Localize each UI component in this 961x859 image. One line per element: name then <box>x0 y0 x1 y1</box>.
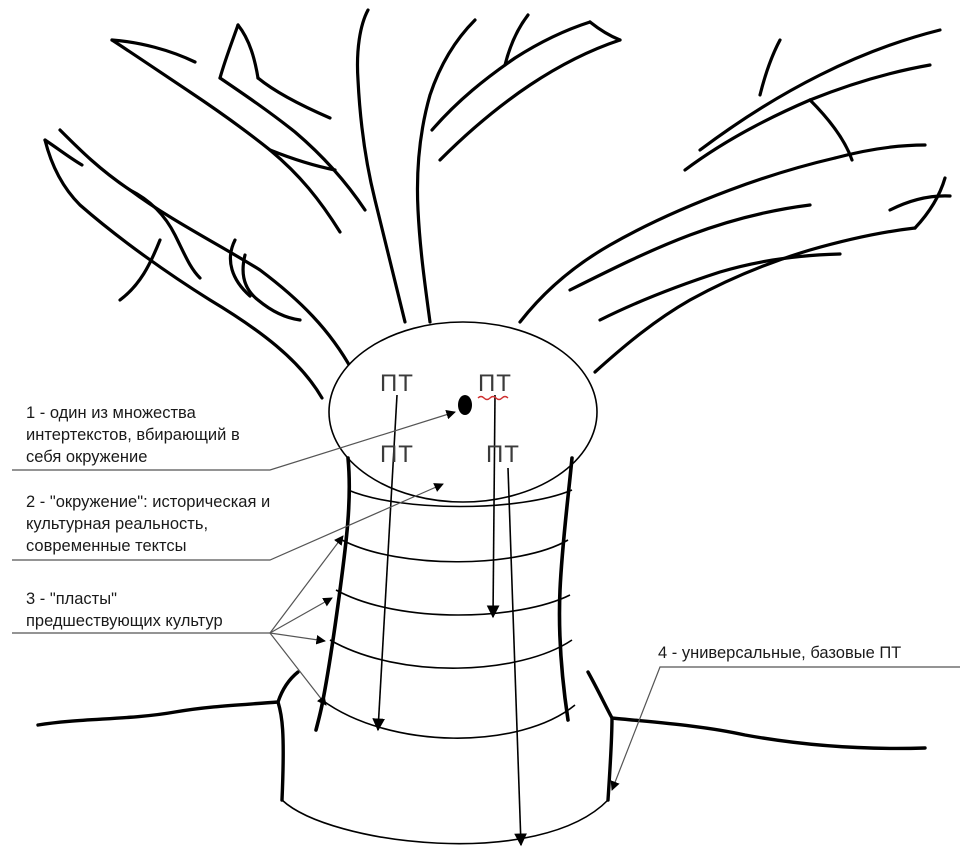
ring-3 <box>336 590 570 615</box>
branch-right-mid-b <box>600 254 840 320</box>
label-3-line-2: предшествующих культур <box>26 610 223 632</box>
branch-center-right <box>418 20 476 322</box>
ring-5 <box>322 700 575 738</box>
root-arc <box>282 800 608 844</box>
label-3: 3 - "пласты" предшествующих культур <box>26 588 223 632</box>
branch-left-inner <box>60 130 352 370</box>
label-4: 4 - универсальные, базовые ПТ <box>658 642 901 664</box>
pt-mark-bottom-right: ПТ <box>486 441 520 469</box>
pointer-3c <box>270 633 325 641</box>
pointer-4 <box>612 667 960 790</box>
root-right-stub <box>608 718 612 800</box>
twig-upper-left-2 <box>220 25 238 78</box>
twig-far-right-1 <box>810 100 852 160</box>
label-4-line-1: 4 - универсальные, базовые ПТ <box>658 642 901 664</box>
ring-2 <box>342 540 568 562</box>
root-left-stub <box>278 702 283 800</box>
branch-left-outer <box>45 140 322 398</box>
twig-right-2 <box>915 178 945 228</box>
pt-mark-bottom-left: ПТ <box>380 441 414 469</box>
label-2-line-3: современные тектсы <box>26 535 270 557</box>
twig-left-3 <box>120 240 160 300</box>
label-2: 2 - "окружение": историческая и культурн… <box>26 491 270 557</box>
layer-rings <box>322 490 575 738</box>
branch-upper-left-inner <box>220 78 365 210</box>
twig-upper-right-1 <box>590 22 620 40</box>
pt-mark-top-left: ПТ <box>380 370 414 398</box>
ground-right <box>588 672 925 748</box>
pt-mark-top-right: ПТ <box>478 370 512 398</box>
pointer-3d <box>270 633 326 705</box>
branch-upper-right-b <box>432 22 590 130</box>
twig-right-3 <box>890 196 950 210</box>
label-2-line-1: 2 - "окружение": историческая и <box>26 491 270 513</box>
ground-left <box>38 672 298 725</box>
twig-left-2 <box>130 190 200 278</box>
label-1-line-3: себя окружение <box>26 446 240 468</box>
label-1-line-1: 1 - один из множества <box>26 402 240 424</box>
branch-center-left <box>357 10 405 322</box>
branch-upper-right-a <box>440 40 620 160</box>
pointer-3a <box>270 536 343 633</box>
ring-4 <box>330 640 572 668</box>
twig-upper-left-3 <box>238 25 258 78</box>
trunk-right-edge <box>559 458 572 720</box>
label-3-line-1: 3 - "пласты" <box>26 588 223 610</box>
crown-dot <box>458 395 472 415</box>
twig-far-right-2 <box>760 40 780 95</box>
label-2-line-2: культурная реальность, <box>26 513 270 535</box>
label-1: 1 - один из множества интертекстов, вбир… <box>26 402 240 468</box>
label-1-line-2: интертекстов, вбирающий в <box>26 424 240 446</box>
roots <box>38 672 925 844</box>
arrow-pt4 <box>508 468 521 845</box>
twig-upper-left-1 <box>112 40 195 62</box>
pointer-3b <box>270 598 332 633</box>
branch-far-right-a <box>700 30 940 150</box>
